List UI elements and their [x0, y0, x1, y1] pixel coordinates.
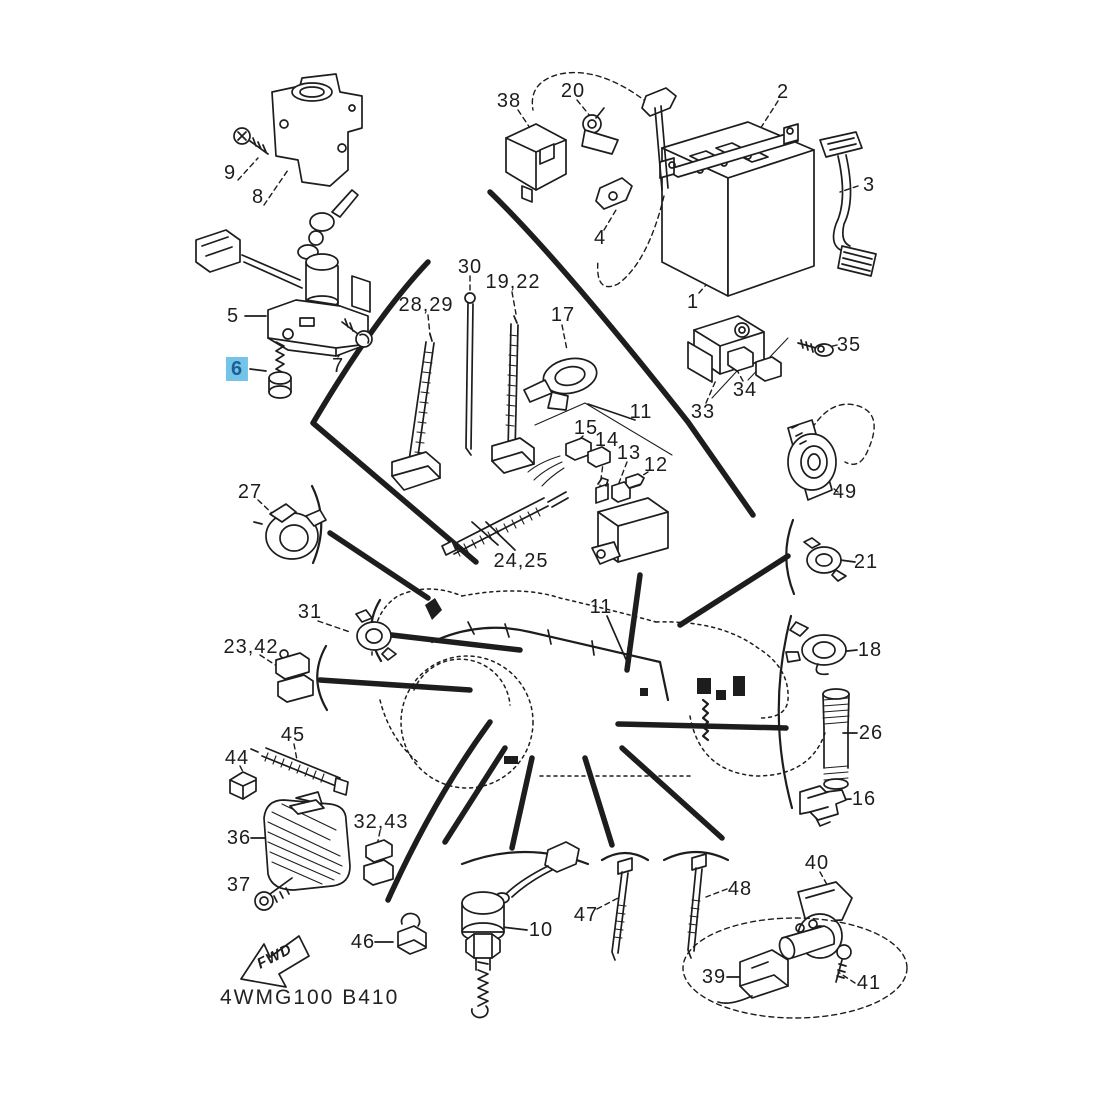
- bolt-7-drawing: [341, 318, 373, 348]
- bolt-35-drawing: [797, 339, 834, 357]
- socket-49-drawing: [787, 403, 875, 501]
- bracket-8-drawing: [271, 73, 363, 187]
- spring-6-drawing: [268, 341, 292, 399]
- main-switch-5-drawing: [195, 189, 371, 357]
- connector-3243-drawing: [363, 839, 394, 886]
- clamp-16-drawing: [799, 785, 847, 827]
- nut-44-drawing: [229, 771, 257, 800]
- tie-48-drawing: [687, 853, 707, 959]
- clamp-20-drawing: [581, 107, 619, 155]
- leader-strokes: [310, 189, 791, 903]
- starter-relay-39-drawing: [682, 917, 908, 1019]
- lead-2425-drawing: [441, 491, 569, 557]
- plug-caps-34-drawing: [727, 346, 782, 382]
- relay-38-drawing: [505, 123, 567, 203]
- clamp-31-drawing: [355, 609, 397, 661]
- clamp-46-drawing: [397, 912, 427, 955]
- cdi-unit-drawing: [591, 497, 669, 565]
- tie-30-drawing: [464, 292, 476, 456]
- tie-45-drawing: [250, 747, 349, 796]
- tie-2829-drawing: [391, 333, 441, 491]
- clamp-27-drawing: [253, 503, 327, 560]
- stud-26-drawing: [822, 688, 850, 790]
- bolt-41-drawing: [835, 944, 852, 983]
- sensor-10-drawing: [461, 841, 580, 1019]
- tie-47-drawing: [611, 857, 633, 961]
- fwd-arrow: [240, 935, 310, 988]
- battery-lead-4-drawing: [531, 71, 677, 288]
- figure-code-label: 4WMG100 B410: [220, 986, 400, 1009]
- battery-bar-2-drawing: [659, 123, 799, 179]
- clamp-21-drawing: [803, 537, 847, 582]
- tie-1922-drawing: [491, 315, 535, 474]
- connector-2342-drawing: [275, 649, 314, 703]
- bolt-9-drawing: [233, 127, 269, 155]
- grommet-17-drawing: [523, 357, 598, 411]
- regulator-36-drawing: [263, 791, 351, 891]
- battery-cable-3-drawing: [819, 131, 877, 277]
- bolt-37-drawing: [254, 877, 293, 911]
- ignition-coil-33-drawing: [687, 315, 765, 383]
- clamp-18-drawing: [785, 621, 847, 676]
- harness-connectors-drawing: [527, 437, 645, 504]
- group-brackets: [310, 484, 796, 866]
